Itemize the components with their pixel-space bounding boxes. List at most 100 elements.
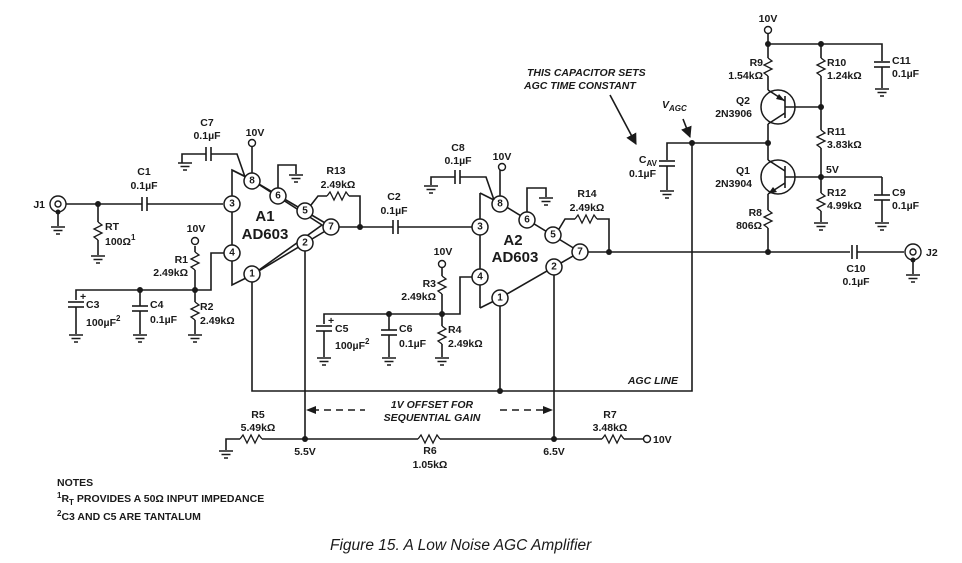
vagc-arrow [681, 118, 692, 139]
r9-value: 1.54kΩ [728, 70, 763, 82]
c3-ref: C3 [86, 299, 100, 311]
capacitor-c5: + C5 100µF2 [316, 315, 370, 366]
c5-note-mark: 2 [365, 337, 370, 346]
capacitor-c8: C8 0.1µF [444, 142, 472, 184]
c9-ref: C9 [892, 187, 906, 199]
c2-ref: C2 [387, 191, 401, 203]
a2-pin-5 [544, 226, 562, 244]
resistor-r6: R6 1.05kΩ [413, 433, 448, 471]
r1-supply-terminal [190, 236, 200, 246]
connector-j1: J1 [33, 195, 67, 235]
a2-pin-4-label: 4 [477, 272, 483, 283]
capacitor-c11: C11 0.1µF [874, 55, 920, 97]
c11-value: 0.1µF [892, 68, 920, 80]
r3-value: 2.49kΩ [401, 291, 436, 303]
r10-value: 1.24kΩ [827, 70, 862, 82]
c10-value: 0.1µF [842, 276, 870, 288]
transistor-q1: Q1 2N3904 [715, 143, 882, 195]
c9-value: 0.1µF [892, 200, 920, 212]
resistor-r11: R11 3.83kΩ [815, 107, 862, 177]
note-1-text: PROVIDES A 50Ω INPUT IMPEDANCE [74, 493, 264, 505]
a2-pin-1-label: 1 [497, 293, 503, 304]
a2-supply-label: 10V [493, 151, 512, 163]
a2-pin-6-label: 6 [524, 215, 530, 226]
r11-value: 3.83kΩ [827, 139, 862, 151]
c11-ref: C11 [892, 55, 911, 67]
q1-part: 2N3904 [715, 178, 752, 190]
c5-ref: C5 [335, 323, 349, 335]
a2-ref: A2 [503, 232, 522, 249]
node-5v5-label: 5.5V [294, 446, 316, 458]
vagc-label-sub: AGC [668, 104, 687, 113]
c2-value: 0.1µF [380, 205, 408, 217]
r7-supply-terminal [642, 434, 652, 444]
a1-part: AD603 [242, 226, 289, 243]
r7-ref: R7 [603, 409, 617, 421]
r8-value: 806Ω [736, 220, 762, 232]
a2-pin-3 [471, 218, 489, 236]
cav-value: 0.1µF [629, 168, 657, 180]
r2-ref: R2 [200, 301, 214, 313]
resistor-r2: R2 2.49kΩ [187, 290, 235, 343]
q2-part: 2N3906 [715, 108, 752, 120]
a2-supply-terminal [497, 162, 507, 172]
r5-value: 5.49kΩ [241, 422, 276, 434]
a1-supply-terminal [247, 138, 257, 148]
cap-note-line1: THIS CAPACITOR SETS [527, 67, 646, 79]
r2-value: 2.49kΩ [200, 315, 235, 327]
resistor-r13: R13 2.49kΩ [310, 165, 361, 227]
capacitor-cav: CAV 0.1µF [629, 154, 675, 199]
figure-caption: Figure 15. A Low Noise AGC Amplifier [330, 537, 592, 554]
offset-line2: SEQUENTIAL GAIN [384, 412, 481, 424]
c5-value: 100µF [335, 340, 366, 352]
a1-pin-4-label: 4 [229, 248, 235, 259]
c4-value: 0.1µF [150, 314, 178, 326]
resistor-r3: R3 2.49kΩ [401, 275, 448, 314]
r3-supply-terminal [437, 259, 447, 269]
cap-note-arrow [609, 94, 637, 145]
resistor-rt: RT 100Ω1 [90, 204, 136, 264]
note-2-mark: 2 [57, 509, 62, 518]
c1-ref: C1 [137, 166, 151, 178]
r12-value: 4.99kΩ [827, 200, 862, 212]
offset-line1: 1V OFFSET FOR [391, 399, 474, 411]
r14-value: 2.49kΩ [570, 202, 605, 214]
detector-supply-terminal [763, 25, 773, 35]
q2-ref: Q2 [736, 95, 750, 107]
c5-value-text: 100µF2 [335, 337, 370, 352]
resistor-r4: R4 2.49kΩ [434, 314, 483, 366]
node-5v-label: 5V [826, 164, 839, 176]
r7-value: 3.48kΩ [593, 422, 628, 434]
j1-label: J1 [33, 199, 45, 211]
capacitor-c4: C4 0.1µF [132, 290, 178, 343]
rt-value: 100Ω [105, 236, 131, 248]
r1-ref: R1 [175, 254, 189, 266]
a2-part: AD603 [492, 249, 539, 266]
amplifier-a2: A2 AD603 [479, 192, 581, 309]
a1-pin-3 [223, 195, 241, 213]
cav-ref-sub: AV [646, 159, 657, 168]
cav-ref: C [639, 154, 647, 166]
note-1-pre: R [61, 493, 69, 505]
a1-pin-7-label: 7 [328, 222, 334, 233]
r11-ref: R11 [827, 126, 846, 138]
r6-value: 1.05kΩ [413, 459, 448, 471]
rt-ref: RT [105, 221, 120, 233]
resistor-r10: R10 1.24kΩ [815, 44, 862, 107]
resistor-r7: R7 3.48kΩ [593, 409, 628, 445]
a2-pin-8-label: 8 [497, 199, 503, 210]
q1-ref: Q1 [736, 165, 750, 177]
resistor-r8: R8 806Ω [736, 194, 774, 252]
r1-supply-label: 10V [187, 223, 206, 235]
capacitor-c3: + C3 100µF2 [68, 291, 121, 343]
c3-value-text: 100µF2 [86, 314, 121, 329]
a1-pin-8-label: 8 [249, 176, 255, 187]
agc-line-label: AGC LINE [627, 375, 679, 387]
r6-ref: R6 [423, 445, 437, 457]
r1-value: 2.49kΩ [153, 267, 188, 279]
r13-ref: R13 [326, 165, 345, 177]
transistor-q2: Q2 2N3906 [715, 89, 821, 143]
r12-ref: R12 [827, 187, 846, 199]
c7-ref: C7 [200, 117, 214, 129]
